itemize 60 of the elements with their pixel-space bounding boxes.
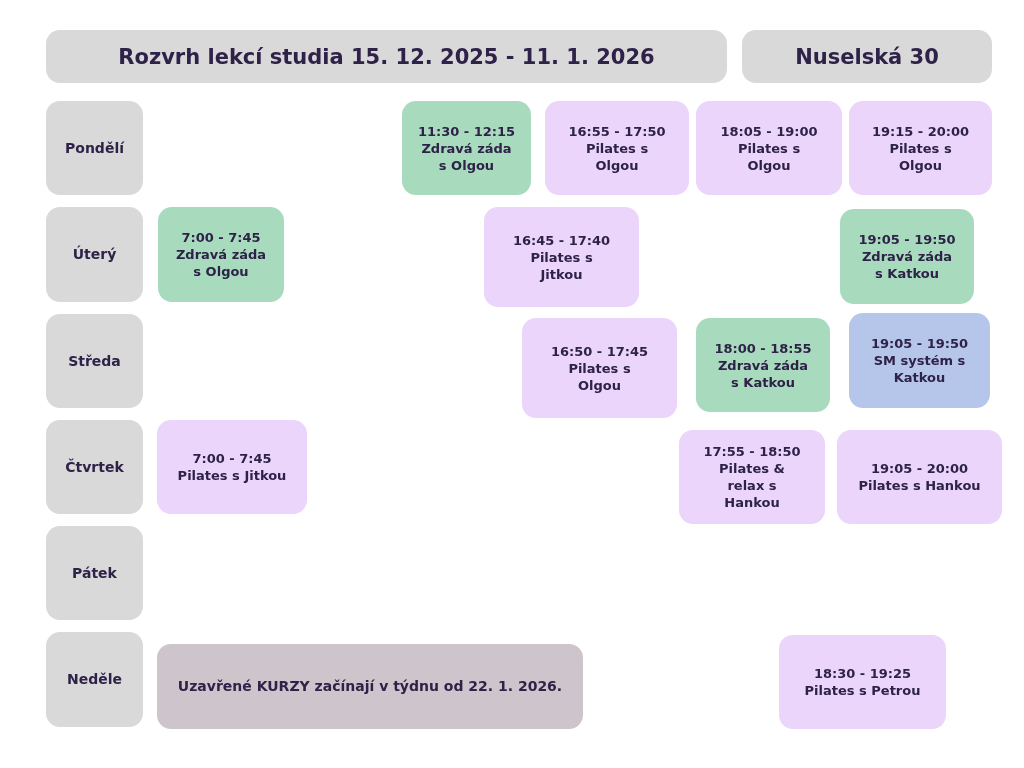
lesson-card [849, 313, 990, 408]
lesson-card [696, 318, 830, 412]
lesson-card [779, 635, 946, 729]
time-range: 19:05 - 19:50 [858, 231, 956, 248]
header-banner [742, 30, 992, 83]
time-range: 7:00 - 7:45 [192, 450, 272, 467]
lesson-name: Pilates s Hankou [858, 477, 981, 494]
time-range: 16:55 - 17:50 [568, 122, 666, 140]
day-name: Pátek [72, 564, 117, 582]
lesson-name: Pilates s Jitkou [529, 248, 594, 283]
day-name: Čtvrtek [65, 458, 124, 476]
day-label-box [46, 420, 143, 514]
lesson-name: Zdravá záda s Olgou [420, 139, 513, 174]
lesson-name: Pilates s Olgou [888, 139, 953, 174]
lesson-name: Pilates s Jitkou [177, 467, 287, 484]
lesson-name: Pilates & relax s Hankou [718, 460, 786, 511]
lesson-name: Pilates s Olgou [567, 359, 632, 394]
day-name: Pondělí [65, 139, 124, 157]
lesson-card [484, 207, 639, 307]
notice-banner [157, 644, 583, 729]
lesson-card [158, 207, 284, 302]
header-banner [46, 30, 727, 83]
lesson-name: Pilates s Olgou [584, 139, 650, 174]
heading-text: Nuselská 30 [795, 43, 939, 70]
time-range: 7:00 - 7:45 [181, 229, 261, 246]
lesson-card [157, 420, 307, 514]
time-range: 18:30 - 19:25 [813, 665, 912, 682]
day-name: Úterý [72, 246, 117, 263]
day-label-box [46, 101, 143, 195]
lesson-name: SM systém s Katkou [872, 352, 967, 386]
lesson-name: Zdravá záda s Katkou [860, 248, 954, 282]
lesson-card [837, 430, 1002, 524]
day-name: Neděle [67, 671, 122, 688]
day-label-box [46, 526, 143, 620]
time-range: 19:15 - 20:00 [871, 122, 970, 140]
lesson-card [402, 101, 531, 195]
lesson-name: Zdravá záda s Katkou [716, 356, 810, 391]
lesson-name: Pilates s Petrou [804, 682, 921, 699]
time-range: 16:50 - 17:45 [550, 342, 649, 360]
time-range: 19:05 - 20:00 [870, 460, 969, 477]
day-label-box [46, 207, 143, 302]
time-range: 17:55 - 18:50 [703, 443, 801, 460]
lesson-card [679, 430, 825, 524]
time-range: 11:30 - 12:15 [417, 122, 516, 140]
notice-text: Uzavřené KURZY začínají v týdnu od 22. 1. 2026. [177, 678, 563, 695]
lesson-card [545, 101, 689, 195]
lesson-card [840, 209, 974, 304]
day-name: Středa [68, 352, 121, 370]
day-label-box [46, 314, 143, 408]
time-range: 16:45 - 17:40 [512, 231, 611, 249]
lesson-card [522, 318, 677, 418]
time-range: 18:00 - 18:55 [714, 339, 812, 357]
time-range: 18:05 - 19:00 [720, 122, 818, 140]
lesson-card [696, 101, 842, 195]
heading-text: Rozvrh lekcí studia 15. 12. 2025 - 11. 1. 2026 [118, 43, 655, 70]
time-range: 19:05 - 19:50 [870, 335, 969, 352]
lesson-name: Zdravá záda s Olgou [174, 246, 268, 280]
lesson-card [849, 101, 992, 195]
day-label-box [46, 632, 143, 727]
lesson-name: Pilates s Olgou [736, 139, 802, 174]
